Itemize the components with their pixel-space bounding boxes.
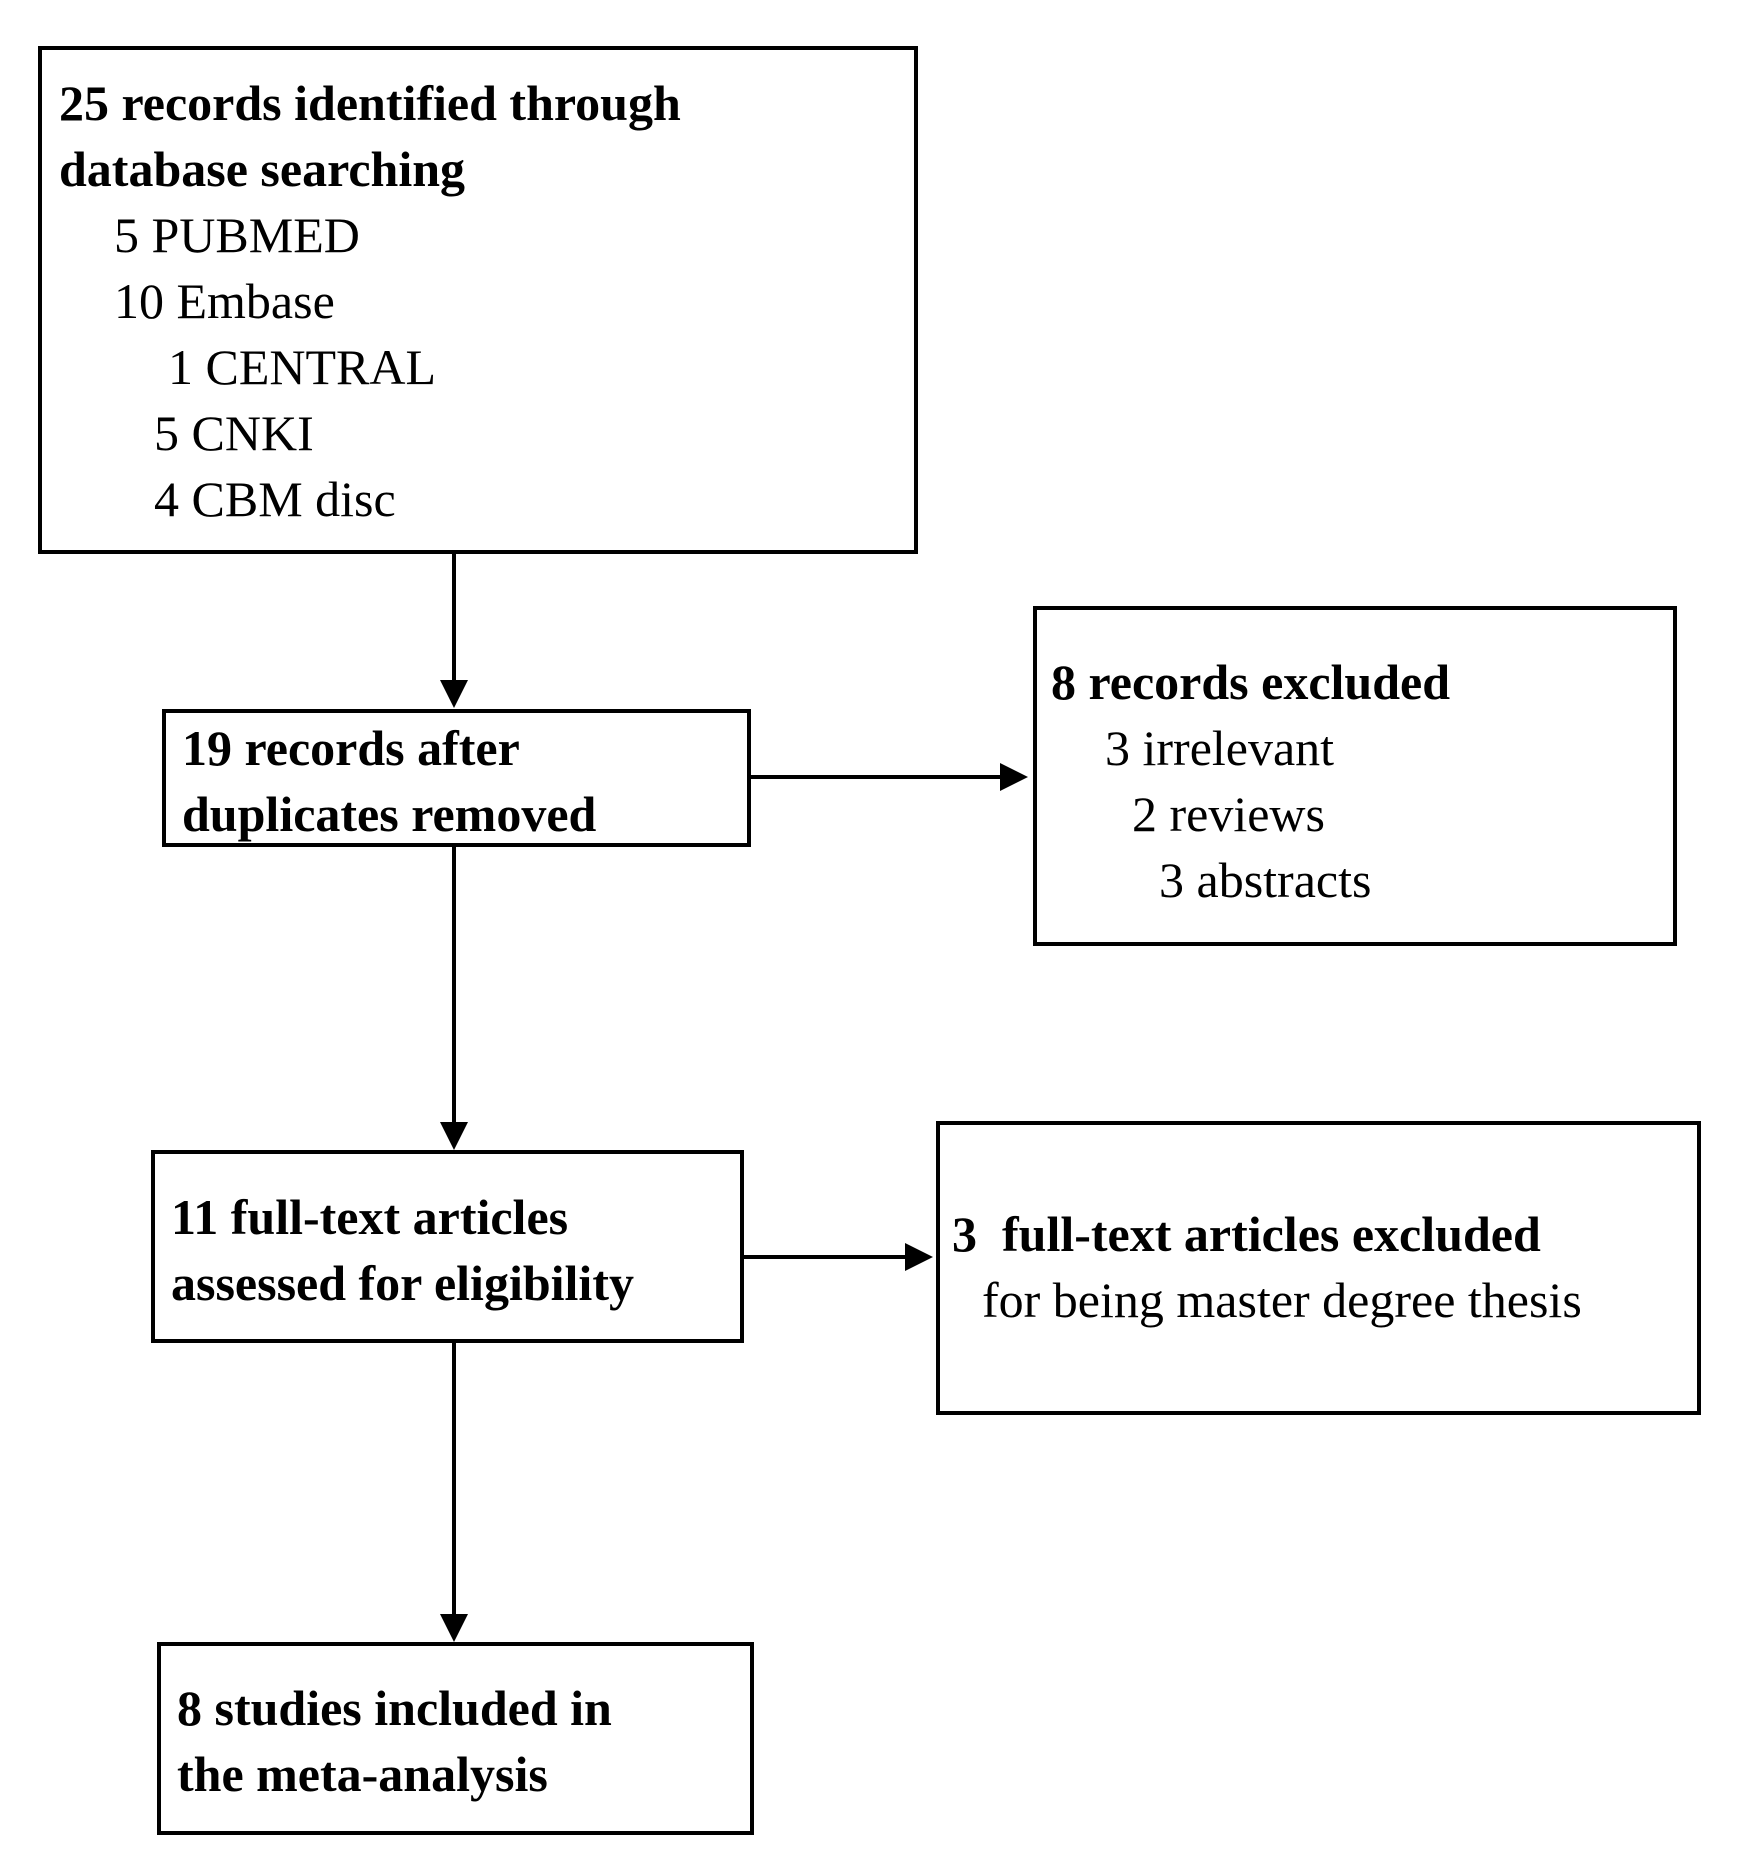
arrowhead-down-1 <box>440 680 468 708</box>
studies-included-box: 8 studies included in the meta-analysis <box>157 1642 754 1835</box>
records-identified-box: 25 records identified through database s… <box>38 46 918 554</box>
duplicates-removed-box: 19 records after duplicates removed <box>162 709 751 847</box>
records-excluded-title: 8 records excluded <box>1051 654 1451 710</box>
studies-included-line1: 8 studies included in <box>177 1680 612 1736</box>
source-pubmed: 5 PUBMED <box>114 207 360 263</box>
source-cbm-disc: 4 CBM disc <box>154 471 396 527</box>
duplicates-removed-line1: 19 records after <box>182 720 520 776</box>
records-excluded-box: 8 records excluded 3 irrelevant 2 review… <box>1033 606 1677 946</box>
full-text-assessed-box: 11 full-text articles assessed for eligi… <box>151 1150 744 1343</box>
records-identified-title-line2: database searching <box>59 141 466 197</box>
duplicates-removed-line2: duplicates removed <box>182 786 597 842</box>
records-identified-title-line1: 25 records identified through <box>59 75 681 131</box>
excluded-reviews: 2 reviews <box>1132 786 1325 842</box>
source-embase: 10 Embase <box>114 273 335 329</box>
excluded-irrelevant: 3 irrelevant <box>1105 720 1335 776</box>
studies-included-line2: the meta-analysis <box>177 1746 548 1802</box>
full-text-assessed-line1: 11 full-text articles <box>171 1189 569 1245</box>
full-text-assessed-line2: assessed for eligibility <box>171 1255 634 1311</box>
arrowhead-down-2 <box>440 1122 468 1150</box>
full-text-excluded-box: 3 full-text articles excluded for being … <box>936 1121 1701 1415</box>
arrowhead-right-2 <box>905 1243 933 1271</box>
arrowhead-right-1 <box>1000 763 1028 791</box>
full-text-excluded-title: 3 full-text articles excluded <box>952 1206 1541 1262</box>
source-cnki: 5 CNKI <box>154 405 314 461</box>
source-central: 1 CENTRAL <box>168 339 437 395</box>
arrowhead-down-3 <box>440 1614 468 1642</box>
excluded-abstracts: 3 abstracts <box>1159 852 1372 908</box>
full-text-excluded-reason: for being master degree thesis <box>982 1272 1582 1328</box>
